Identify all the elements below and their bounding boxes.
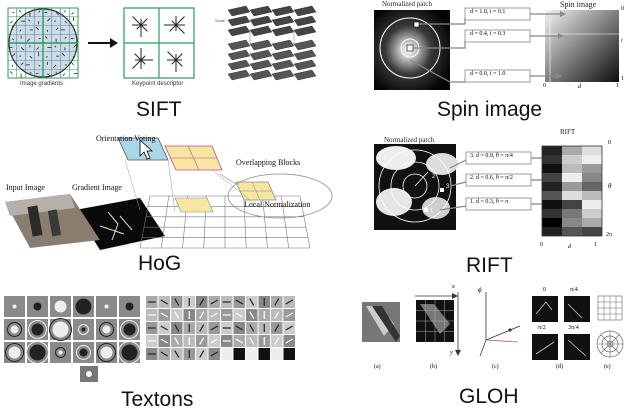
hog-title: HoG <box>138 252 182 275</box>
gloh-illustration <box>362 292 624 360</box>
rift-axis-d: d <box>568 244 571 250</box>
rift-axis-x0: 0 <box>540 242 543 248</box>
hog-figure: Orientation Voting Overlapping Blocks In… <box>0 128 345 250</box>
sift-title: SIFT <box>136 98 182 121</box>
sift-keypoint-descriptor-label: Keypoint descriptor <box>132 81 184 87</box>
spin-label-3: d = 0.0, i = 1.0 <box>470 71 506 77</box>
gloh-caption-d: (d) <box>556 364 563 370</box>
gloh-caption-e: (e) <box>604 364 611 370</box>
hog-input-image-label: Input Image <box>6 183 45 192</box>
spin-label-2: d = 0.4, i = 0.3 <box>470 31 506 37</box>
rift-label-3: 3. d = 0.9, θ = π/4 <box>470 153 513 159</box>
textons-filter-bank <box>4 296 295 382</box>
gloh-d-label-pi2: π/2 <box>538 325 546 331</box>
rift-axis-2pi: 2π <box>606 232 613 238</box>
spin-axis-one: 1 <box>621 76 624 82</box>
gloh-d-label-0: 0 <box>543 287 546 293</box>
spin-normalized-patch-label: Normalized patch <box>382 0 432 8</box>
spin-axis-d: d <box>578 84 581 90</box>
rift-histogram-title: RIFT <box>560 128 576 136</box>
gloh-caption-c: (c) <box>492 364 499 370</box>
hog-local-normalization-label: Local Normalization <box>244 200 311 209</box>
rift-label-1: 1. d = 0.3, θ = π <box>470 199 509 205</box>
hog-illustration <box>5 137 333 250</box>
sift-gradient-grid <box>7 7 79 79</box>
sift-figure: Scale Image gradients Keypoint descripto… <box>0 0 340 130</box>
spin-label-1: d = 1.0, i = 0.1 <box>470 9 506 15</box>
spin-axis-i: i <box>621 38 623 44</box>
rift-axis-theta: θ <box>608 182 612 190</box>
rift-axis-top: 0 <box>608 140 611 146</box>
mouse-cursor-icon <box>139 139 154 160</box>
hog-yellow-blocks <box>164 145 277 213</box>
sift-illustration: Scale <box>7 5 317 81</box>
rift-figure: Normalized patch RIFT 3. d = 0.9, θ = π/… <box>370 128 626 256</box>
spin-axis-x0: 0 <box>543 83 546 89</box>
svg-text:Scale: Scale <box>215 18 226 23</box>
spin-image-title: Spin image <box>437 98 543 121</box>
spin-image-illustration <box>374 7 619 90</box>
textons-figure <box>0 292 300 384</box>
hog-overlapping-blocks-label: Overlapping Blocks <box>236 158 301 167</box>
rift-point-3: 3 <box>446 184 450 190</box>
gloh-axis-x: x <box>452 284 455 290</box>
hog-orientation-voting-label: Orientation Voting <box>96 134 156 143</box>
spin-image-figure: Normalized patch Spin image d = 1.0, i =… <box>370 0 626 95</box>
hog-gradient-image-label: Gradient Image <box>72 183 122 192</box>
rift-label-2: 2. d = 0.6, θ = π/2 <box>470 175 513 181</box>
sift-keypoint-descriptor <box>123 7 195 79</box>
sift-arrow-icon <box>88 38 118 48</box>
rift-title: RIFT <box>466 254 513 277</box>
gloh-axis-phi: ϕ <box>478 286 482 294</box>
textons-title: Textons <box>121 388 194 411</box>
rift-illustration <box>374 144 603 237</box>
gloh-axis-y: y <box>450 350 453 356</box>
sift-image-gradients-label: Image gradients <box>20 81 64 87</box>
spin-axis-top: 0 <box>621 6 624 12</box>
gloh-title: GLOH <box>459 385 519 408</box>
spin-axis-x1: 1 <box>616 83 619 89</box>
gloh-d-label-3pi4: 3π/4 <box>568 325 579 331</box>
gloh-figure: (a) (b) (c) (d) (e) x y ϕ 0 π/4 π/2 3π/4 <box>360 284 626 380</box>
gloh-caption-b: (b) <box>430 364 437 370</box>
rift-point-1: 1 <box>430 208 434 214</box>
rift-axis-x1: 1 <box>594 242 597 248</box>
rift-point-2: 2 <box>432 174 436 180</box>
spin-image-subtitle: Spin image <box>560 0 597 9</box>
sift-histogram-stack <box>227 5 317 81</box>
gloh-caption-a: (a) <box>374 364 381 370</box>
gloh-d-label-pi4: π/4 <box>570 287 578 293</box>
rift-normalized-patch-label: Normalized patch <box>384 136 434 144</box>
